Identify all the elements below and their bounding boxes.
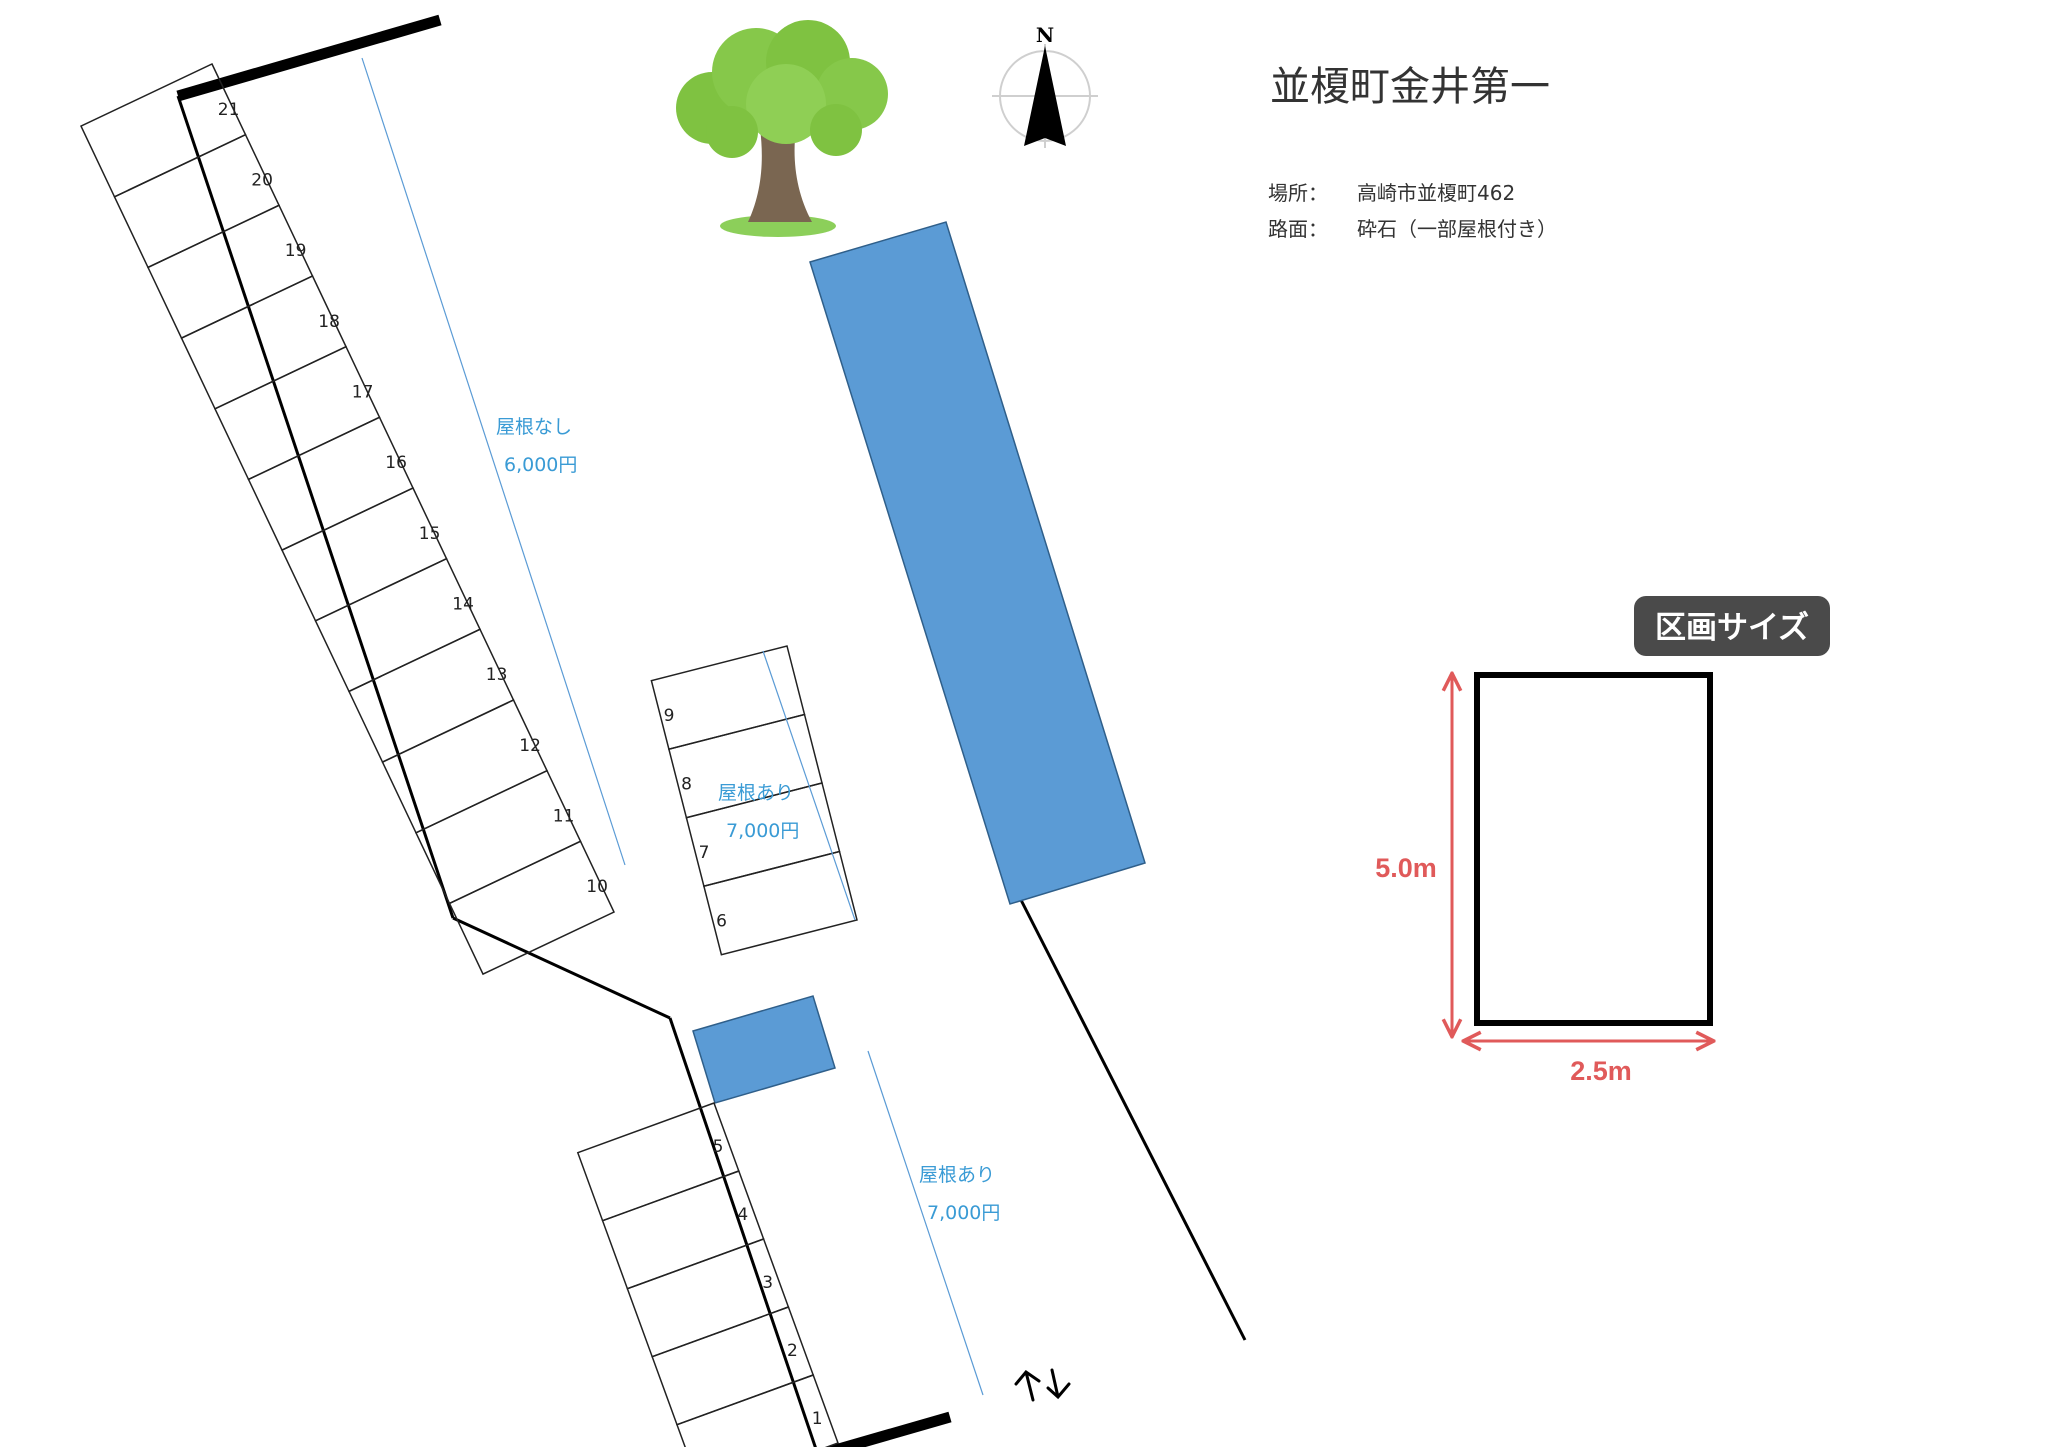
parking-slot-number: 14 [452, 595, 474, 615]
parking-slot-15 [281, 487, 448, 622]
slot-size-rectangle [1474, 672, 1713, 1026]
parking-slot-number: 7 [699, 843, 710, 863]
parking-slot-number: 12 [519, 736, 541, 756]
parking-slot-number: 3 [762, 1273, 773, 1293]
slot-size-badge-label: 区画サイズ [1655, 610, 1809, 646]
north-label: N [1036, 23, 1054, 47]
roof-east [809, 221, 1146, 905]
guide-line-south [867, 1050, 984, 1396]
parking-slot-number: 19 [285, 241, 307, 261]
parking-slot-number: 21 [218, 100, 240, 120]
location-label: 場所： [1268, 181, 1328, 205]
surface-value: 砕石（一部屋根付き） [1357, 217, 1557, 241]
parking-slot-18 [180, 275, 347, 410]
length-label: 5.0m [1375, 853, 1437, 883]
parking-slot-number: 16 [385, 453, 407, 473]
parking-slot-number: 15 [419, 524, 441, 544]
parking-slot-16 [247, 416, 414, 552]
surface-label: 路面： [1268, 217, 1328, 241]
parking-slot-19 [147, 204, 314, 340]
zone-south-slots: 5 4 3 2 1 [576, 1102, 839, 1447]
parking-slot-number: 8 [681, 774, 692, 794]
parking-slot-12 [381, 699, 548, 834]
parking-slot-6 [702, 850, 858, 956]
location-value: 高崎市並榎町462 [1357, 181, 1515, 205]
parking-slot-number: 9 [664, 706, 675, 726]
parking-slot-21 [80, 63, 247, 198]
parking-slot-10 [448, 840, 615, 976]
entrance-arrows-icon [1014, 1368, 1071, 1402]
parking-slot-1 [676, 1374, 839, 1447]
zone-west-price: 6,000円 [504, 454, 577, 476]
parking-slot-number: 11 [553, 807, 575, 827]
parking-slot-11 [415, 769, 582, 905]
parking-slot-number: 2 [787, 1341, 798, 1361]
parking-slot-number: 20 [251, 171, 273, 191]
zone-middle-slots: 9 8 7 6 [650, 645, 858, 956]
zone-west-roof-label: 屋根なし [496, 416, 572, 438]
parking-slot-number: 13 [486, 665, 508, 685]
zone-south-roof-label: 屋根あり [919, 1164, 995, 1186]
parking-slot-13 [348, 628, 515, 764]
north-arrow-icon [992, 44, 1098, 148]
parking-slot-number: 4 [737, 1205, 748, 1225]
zone-middle-price: 7,000円 [726, 820, 799, 842]
slot-size-badge [1634, 596, 1830, 656]
zone-middle-roof-label: 屋根あり [718, 782, 794, 804]
parking-slot-number: 1 [812, 1409, 823, 1429]
roof-south [692, 995, 836, 1104]
parking-slot-number: 5 [713, 1137, 724, 1157]
zone-south-price: 7,000円 [927, 1202, 1000, 1224]
parking-slot-number: 18 [318, 312, 340, 332]
parking-slot-number: 6 [716, 911, 727, 931]
parking-slot-5 [576, 1102, 740, 1222]
parking-slot-number: 17 [352, 383, 374, 403]
guide-line-middle [762, 650, 856, 921]
width-label: 2.5m [1570, 1056, 1632, 1086]
parking-slot-number: 10 [586, 877, 608, 897]
parking-slot-4 [601, 1170, 765, 1290]
guide-line-west [361, 57, 626, 866]
parking-slot-17 [214, 345, 381, 481]
zone-west-slots: 21 20 19 18 17 16 15 14 13 12 11 10 [80, 63, 615, 976]
lot-title: 並榎町金井第一 [1270, 64, 1550, 110]
tree-icon [676, 20, 888, 237]
